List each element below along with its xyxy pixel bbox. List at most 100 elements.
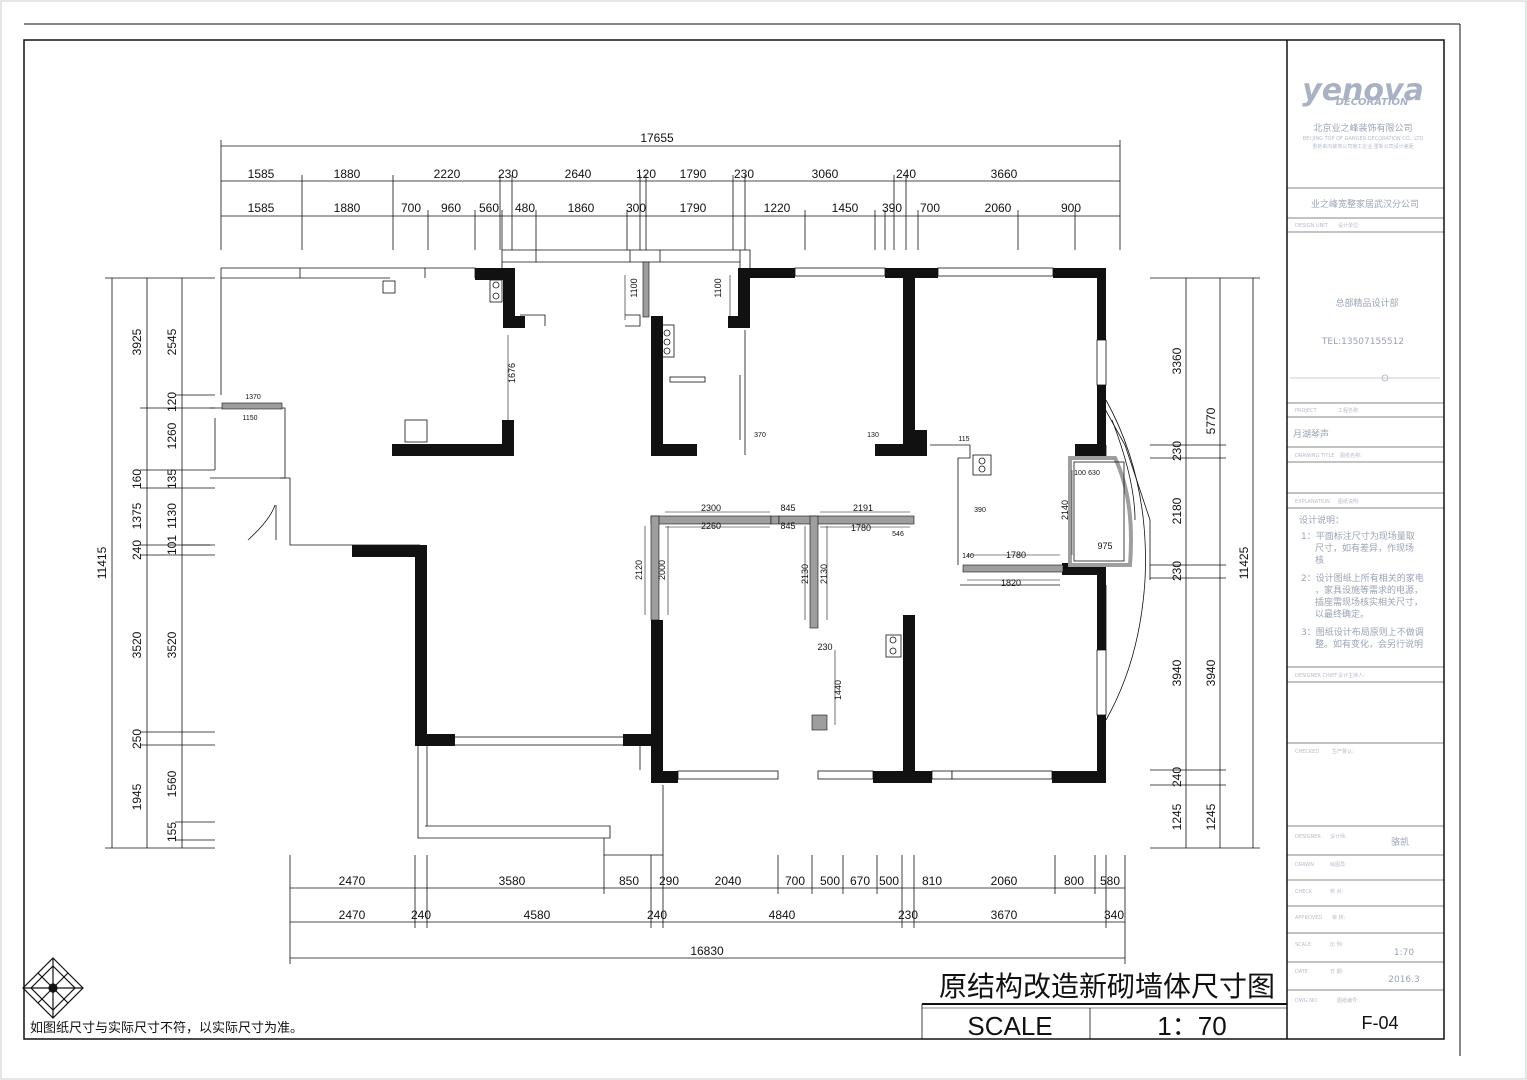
dim-label: 160	[130, 469, 144, 489]
note-line: ，家具设施等需求的电源，	[1315, 584, 1423, 596]
dim-label: 390	[974, 507, 986, 514]
field-label: PROJECT	[1295, 408, 1318, 414]
field-label: CHECKED	[1295, 749, 1319, 755]
dim-right-total: 11425	[1237, 546, 1251, 579]
dim-label: 2470	[339, 874, 366, 888]
dim-label: 1450	[832, 201, 859, 215]
dim-label: 3925	[130, 328, 144, 355]
field-label: 图纸编号:	[1337, 997, 1359, 1004]
left-dimensions	[105, 277, 215, 849]
dim-label: 390	[882, 201, 902, 215]
dim-label: 4840	[769, 908, 796, 922]
dim-label: 240	[1170, 767, 1184, 787]
dim-label: 3060	[812, 167, 839, 181]
right-dimension-labels: 11425 3360 230 2180 230 3940 240 1245 57…	[1170, 347, 1251, 830]
dim-label: 1150	[242, 415, 257, 422]
dim-label: 1370	[245, 394, 261, 401]
dim-label: 3940	[1170, 659, 1184, 686]
bottom-dimensions	[289, 855, 1126, 964]
dim-label: 480	[515, 201, 535, 215]
field-label: 生产督认:	[1332, 748, 1354, 755]
compass-icon	[22, 957, 84, 1019]
dim-label: 800	[1064, 874, 1084, 888]
dim-label: 1945	[130, 783, 144, 810]
dim-label: 2040	[715, 874, 742, 888]
dim-label: 115	[958, 436, 969, 443]
top-dimension-labels: 17655 1585 1880 2220 230 2640 120 1790 2…	[248, 131, 1082, 215]
dim-label: 960	[441, 201, 461, 215]
field-label: 审 核:	[1332, 914, 1346, 921]
dim-label: 290	[659, 874, 679, 888]
field-label: DESIGN UNIT	[1295, 223, 1329, 229]
dim-label: 1375	[130, 502, 144, 529]
dim-label: 4580	[524, 908, 551, 922]
dim-label: 1440	[833, 680, 843, 700]
interior-dimension-lines	[507, 275, 1073, 725]
company-logo: yenova	[1302, 73, 1424, 108]
dim-label: 2640	[565, 167, 592, 181]
new-brick-walls[interactable]	[221, 261, 1133, 731]
dim-label: 1245	[1170, 803, 1184, 830]
designer-name: 骆凯	[1391, 836, 1409, 848]
dim-label: 120	[165, 392, 179, 412]
dim-label: 230	[1170, 561, 1184, 581]
dim-label: 2260	[701, 521, 721, 531]
field-label: 设计主持人:	[1338, 672, 1365, 679]
dim-label: 2060	[991, 874, 1018, 888]
dim-label: 546	[892, 531, 904, 538]
dim-label: 3520	[165, 631, 179, 658]
field-label: 设计师:	[1330, 833, 1347, 840]
interior-dimension-labels: 2300 845 2191 2260 845 1780 2120 2000 21…	[242, 278, 1112, 700]
field-label: DESIGNER	[1295, 834, 1321, 840]
dim-label: 1585	[248, 201, 275, 215]
dim-label: 1780	[1006, 550, 1026, 560]
dim-label: 2130	[800, 564, 810, 584]
title-block-scale: 1:70	[1394, 948, 1414, 958]
dim-label: 1880	[334, 201, 361, 215]
dim-label: 2300	[701, 503, 721, 513]
dim-label: 500	[820, 874, 840, 888]
dim-label: 300	[626, 201, 646, 215]
dim-label: 700	[785, 874, 805, 888]
dim-label: 1790	[680, 201, 707, 215]
dim-label: 1585	[248, 167, 275, 181]
dim-label: 1860	[568, 201, 595, 215]
scale-value: 1：70	[1157, 1011, 1226, 1041]
company-slogan: 重新来内装饰公司施工企业 重新公司设计差距	[1312, 143, 1414, 150]
design-department: 总部精品设计部	[1335, 297, 1398, 309]
dim-label: 240	[896, 167, 916, 181]
dim-label: 850	[619, 874, 639, 888]
bottom-dimension-labels: 2470 3580 850 290 2040 700 500 670 500 8…	[339, 874, 1125, 958]
note-line: 整。如有变化，会另行说明	[1315, 638, 1423, 650]
dim-label: 100	[1074, 470, 1086, 477]
dim-label: 230	[734, 167, 754, 181]
field-label: DATE	[1295, 969, 1308, 975]
dim-label: 1245	[1204, 803, 1218, 830]
dim-label: 500	[879, 874, 899, 888]
company-name: 北京业之峰装饰有限公司	[1313, 122, 1412, 134]
field-label: DRAWN	[1295, 862, 1314, 868]
note-line: 1：平面标注尺寸为现场量取	[1301, 530, 1415, 542]
dim-label: 230	[498, 167, 518, 181]
dim-label: 240	[130, 540, 144, 560]
structural-walls[interactable]	[352, 268, 1106, 783]
note-line: 核	[1315, 554, 1324, 566]
field-label: 校 对:	[1330, 888, 1344, 895]
field-label: 日 期:	[1330, 969, 1344, 975]
dim-label: 1220	[764, 201, 791, 215]
dim-label: 230	[817, 642, 832, 652]
dim-label: 230	[898, 908, 918, 922]
field-label: 设计单位:	[1338, 222, 1360, 229]
dim-left-total: 11415	[95, 546, 109, 579]
dim-label: 845	[780, 503, 795, 513]
drawing-title: 原结构改造新砌墙体尺寸图	[939, 970, 1275, 1003]
note-line: 插座需现场核实相关尺寸，	[1315, 596, 1423, 608]
dim-label: 2470	[339, 908, 366, 922]
dim-label: 240	[647, 908, 667, 922]
company-name-en: BEI JING TOP OF GANGER DECORATION CO., L…	[1303, 136, 1424, 142]
dim-label: 580	[1100, 874, 1120, 888]
dim-label: 250	[130, 729, 144, 749]
dim-label: 370	[754, 432, 766, 439]
dim-label: 155	[165, 822, 179, 842]
